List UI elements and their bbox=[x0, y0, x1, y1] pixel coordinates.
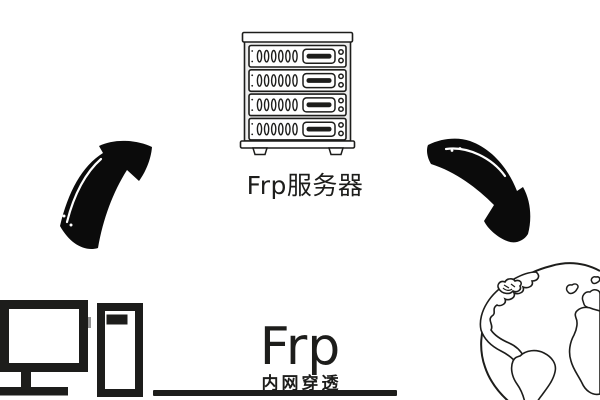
monitor-stand-stem bbox=[21, 372, 31, 388]
continent-south-america bbox=[510, 349, 557, 400]
island-north bbox=[590, 276, 600, 285]
monitor-stand-base bbox=[0, 387, 68, 396]
rack-unit-3 bbox=[248, 93, 347, 117]
continent-europe bbox=[581, 289, 600, 314]
greenland-detail bbox=[502, 283, 516, 291]
desktop-computer-icon bbox=[0, 300, 143, 397]
continent-north-america bbox=[479, 271, 540, 372]
logo-divider-line bbox=[153, 390, 397, 396]
rack-top-cap bbox=[241, 31, 354, 43]
rack-unit-2 bbox=[248, 69, 347, 93]
continent-greenland bbox=[497, 278, 522, 295]
rack-foot-left bbox=[251, 147, 269, 156]
rack-unit-4 bbox=[248, 117, 347, 141]
curved-arrow-down-right-icon bbox=[427, 138, 531, 243]
rack-unit-1 bbox=[248, 44, 347, 68]
monitor bbox=[0, 300, 88, 372]
server-label: Frp服务器 bbox=[246, 171, 364, 200]
continent-africa bbox=[568, 306, 600, 396]
logo-title: Frp bbox=[259, 317, 341, 377]
rack-foot-right bbox=[327, 147, 345, 156]
globe-icon bbox=[479, 262, 600, 400]
logo-subtitle: 内网穿透 bbox=[261, 374, 342, 394]
island-britain bbox=[565, 283, 579, 295]
rack-base bbox=[239, 140, 356, 149]
curved-arrow-up-right-icon bbox=[60, 140, 152, 250]
tower-drive-bay bbox=[106, 314, 128, 325]
server-rack-icon bbox=[239, 31, 356, 156]
